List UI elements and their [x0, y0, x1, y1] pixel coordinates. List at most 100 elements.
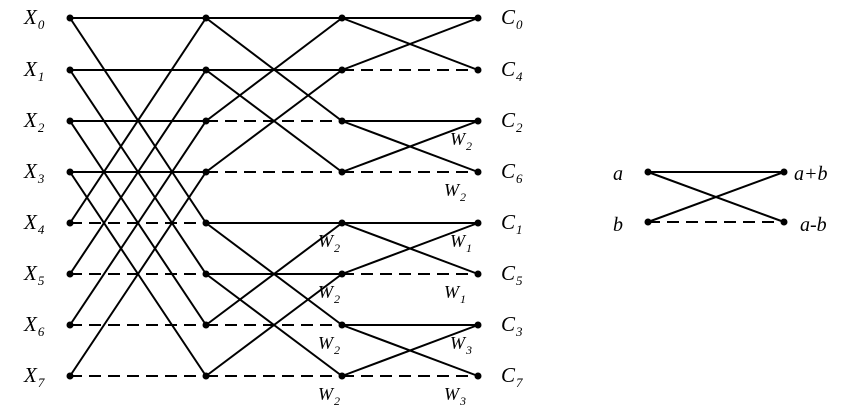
cross-edge — [341, 324, 479, 377]
legend-node — [644, 168, 652, 176]
twiddle-label-base: W — [318, 384, 335, 404]
butterfly-node — [474, 372, 482, 380]
twiddle-label: W2 — [318, 384, 340, 408]
butterfly-node — [474, 117, 482, 125]
legend-cross-line — [647, 171, 785, 223]
input-label-x1-subscript: 1 — [38, 69, 45, 84]
twiddle-label-base: W — [450, 231, 467, 251]
diagram-labels: X0X1X2X3X4X5X6X7C0C4C2C6C1C5C3C7W2W2W2W2… — [23, 5, 523, 408]
butterfly-node — [338, 372, 346, 380]
input-label-x0: X0 — [23, 5, 45, 32]
twiddle-label-base: W — [318, 231, 335, 251]
output-label-c7-subscript: 7 — [516, 375, 523, 390]
legend-output-diff: a-b — [800, 214, 827, 236]
output-label-c3-base: C — [501, 312, 516, 336]
output-label-c5-subscript: 5 — [516, 273, 523, 288]
input-label-x2-base: X — [23, 108, 38, 132]
butterfly-node — [474, 219, 482, 227]
butterfly-node — [338, 117, 346, 125]
output-label-c0: C0 — [501, 5, 523, 32]
twiddle-label-subscript: 3 — [465, 343, 472, 357]
input-label-x6-base: X — [23, 312, 38, 336]
butterfly-node — [202, 117, 210, 125]
legend-output-sum: a+b — [794, 163, 828, 185]
twiddle-label-base: W — [318, 282, 335, 302]
butterfly-node — [66, 66, 74, 74]
output-label-c6-base: C — [501, 159, 516, 183]
butterfly-node — [474, 270, 482, 278]
input-label-x0-base: X — [23, 5, 38, 29]
twiddle-label-subscript: 1 — [466, 241, 472, 255]
twiddle-label-subscript: 2 — [466, 139, 472, 153]
butterfly-edges — [69, 17, 479, 377]
cross-edge — [205, 69, 343, 173]
butterfly-node — [66, 270, 74, 278]
output-label-c1: C1 — [501, 210, 523, 237]
output-label-c0-subscript: 0 — [516, 17, 523, 32]
cross-edge — [341, 17, 479, 71]
output-label-c5-base: C — [501, 261, 516, 285]
twiddle-label-base: W — [450, 129, 467, 149]
output-label-c4-base: C — [501, 57, 516, 81]
cross-edge — [69, 17, 207, 224]
output-label-c1-base: C — [501, 210, 516, 234]
butterfly-node — [202, 321, 210, 329]
twiddle-label-subscript: 2 — [460, 190, 466, 204]
input-label-x3-base: X — [23, 159, 38, 183]
twiddle-label: W3 — [444, 384, 466, 408]
butterfly-node — [338, 219, 346, 227]
legend-input-a: a — [613, 163, 623, 185]
input-label-x6: X6 — [23, 312, 45, 339]
input-label-x7-subscript: 7 — [38, 375, 45, 390]
butterfly-node — [202, 372, 210, 380]
butterfly-node — [66, 14, 74, 22]
output-label-c6: C6 — [501, 159, 523, 186]
output-label-c4-subscript: 4 — [516, 69, 523, 84]
butterfly-node — [202, 14, 210, 22]
twiddle-label-subscript: 2 — [334, 394, 340, 408]
butterfly-node — [474, 14, 482, 22]
legend-input-b: b — [613, 214, 623, 236]
butterfly-node — [338, 321, 346, 329]
butterfly-node — [474, 66, 482, 74]
input-label-x3: X3 — [23, 159, 45, 186]
butterfly-node — [66, 372, 74, 380]
twiddle-label-subscript: 1 — [460, 292, 466, 306]
butterfly-node — [66, 117, 74, 125]
output-label-c2-base: C — [501, 108, 516, 132]
butterfly-node — [338, 14, 346, 22]
input-label-x5: X5 — [23, 261, 45, 288]
butterfly-node — [202, 270, 210, 278]
input-label-x2: X2 — [23, 108, 45, 135]
output-label-c4: C4 — [501, 57, 523, 84]
butterfly-node — [202, 219, 210, 227]
twiddle-label-subscript: 2 — [334, 343, 340, 357]
output-label-c2: C2 — [501, 108, 523, 135]
twiddle-label-base: W — [444, 384, 461, 404]
butterfly-node — [202, 168, 210, 176]
input-label-x4: X4 — [23, 210, 45, 237]
output-label-c5: C5 — [501, 261, 523, 288]
input-label-x5-base: X — [23, 261, 38, 285]
input-label-x1: X1 — [23, 57, 44, 84]
butterfly-node — [202, 66, 210, 74]
cross-edge — [341, 222, 479, 275]
input-label-x4-base: X — [23, 210, 38, 234]
output-label-c7-base: C — [501, 363, 516, 387]
input-label-x5-subscript: 5 — [38, 273, 45, 288]
output-label-c2-subscript: 2 — [516, 120, 523, 135]
cross-edge — [69, 171, 207, 377]
twiddle-label-subscript: 2 — [334, 241, 340, 255]
twiddle-label-base: W — [444, 282, 461, 302]
twiddle-label-subscript: 3 — [459, 394, 466, 408]
twiddle-label: W2 — [318, 282, 340, 306]
output-label-c7: C7 — [501, 363, 523, 390]
output-label-c6-subscript: 6 — [516, 171, 523, 186]
cross-edge — [341, 120, 479, 173]
input-label-x4-subscript: 4 — [38, 222, 45, 237]
butterfly-node — [338, 66, 346, 74]
output-label-c3: C3 — [501, 312, 523, 339]
butterfly-node — [474, 168, 482, 176]
butterfly-legend: a b a+b a-b — [613, 163, 828, 236]
